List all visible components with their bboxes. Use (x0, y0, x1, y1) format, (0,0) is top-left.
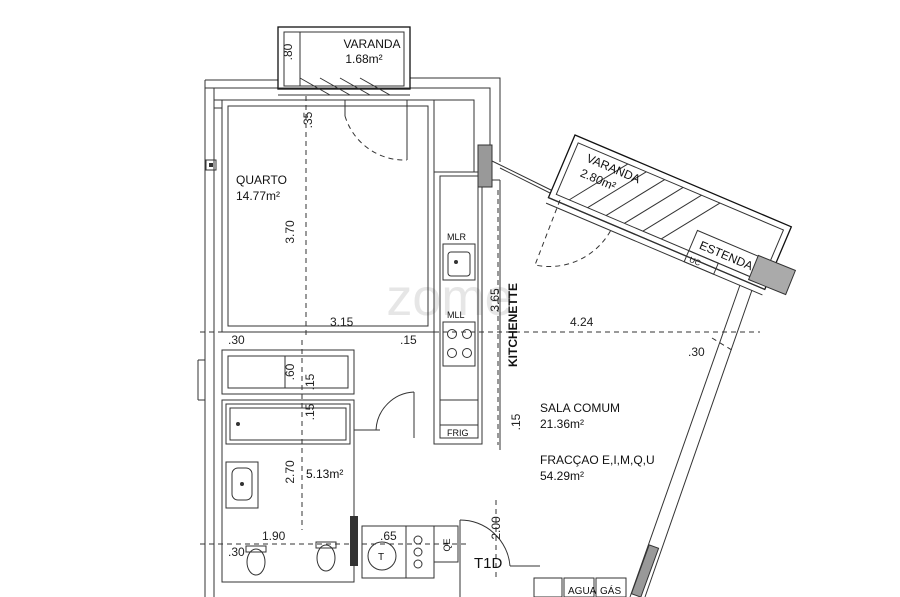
dim-315: 3.15 (330, 315, 354, 329)
balcony-door-swing (534, 199, 613, 267)
dim-424: 4.24 (570, 315, 594, 329)
uc-label: UC (688, 255, 702, 268)
balcony-top (277, 26, 411, 96)
mll-label: MLL (447, 310, 465, 320)
bathroom (200, 391, 470, 583)
dim-marker-right (711, 337, 736, 353)
exterior-walls (197, 77, 755, 597)
dim-200: 2.00 (489, 516, 503, 540)
bedroom-name: QUARTO (236, 173, 287, 187)
dim-030-bl: .30 (228, 545, 245, 559)
dim-030-right: .30 (688, 345, 705, 359)
column-right (747, 254, 797, 296)
unit-name: FRACÇAO E,I,M,Q,U (540, 453, 655, 467)
entrance (459, 500, 627, 597)
gas-meter-label: GÁS (600, 584, 621, 597)
dim-080: .80 (281, 43, 295, 60)
balcony-top-area: 1.68m² (345, 52, 382, 66)
kitchenette-counter (433, 144, 501, 450)
frig-label: FRIG (447, 428, 469, 438)
dim-015-b: .15 (303, 403, 317, 420)
bedroom-area: 14.77m² (236, 189, 280, 203)
dim-015-a: .15 (303, 373, 317, 390)
bathroom-area: 5.13m² (306, 467, 343, 481)
watermark-text: zome (386, 269, 513, 327)
qe-label: QE (442, 538, 452, 551)
living-room-area: 21.36m² (540, 417, 584, 431)
column-bottom (630, 544, 660, 597)
dim-365: 3.65 (488, 288, 502, 312)
dim-060: .60 (283, 363, 297, 380)
dim-370: 3.70 (283, 220, 297, 244)
unit-area: 54.29m² (540, 469, 584, 483)
mlr-label: MLR (447, 232, 467, 242)
dim-270: 2.70 (283, 460, 297, 484)
utility-block (361, 525, 459, 579)
dim-190: 1.90 (262, 529, 286, 543)
storage-closet (221, 340, 355, 530)
dim-015-c: .15 (509, 413, 523, 430)
unit-type-label: T1D (474, 555, 503, 572)
heater-label: T (378, 552, 384, 563)
dim-065: .65 (380, 529, 397, 543)
balcony-top-name: VARANDA (343, 37, 400, 51)
living-room-name: SALA COMUM (540, 401, 620, 415)
dim-015-mid: .15 (400, 333, 417, 347)
water-meter-label: AGUA (568, 586, 597, 597)
kitchenette-name: KITCHENETTE (506, 283, 520, 367)
dim-035: .35 (301, 111, 315, 128)
dim-030-left: .30 (228, 333, 245, 347)
